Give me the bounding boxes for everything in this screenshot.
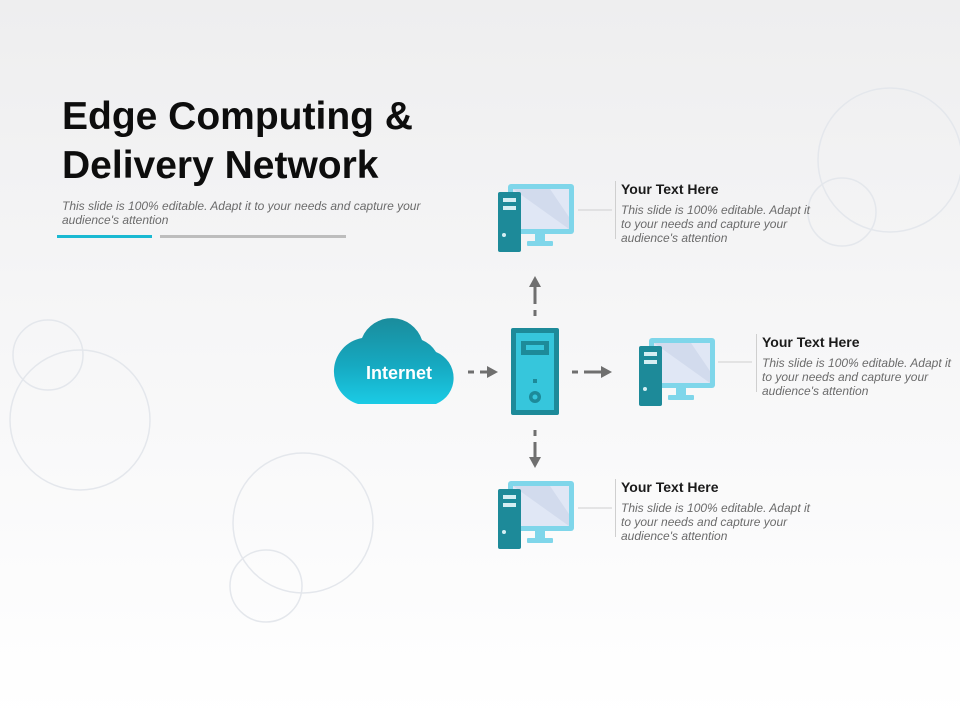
deco-circle (229, 549, 303, 623)
title-line-1: Edge Computing & (62, 95, 413, 138)
cloud-label: Internet (365, 363, 432, 383)
card-text: This slide is 100% editable. Adapt it to… (621, 501, 810, 543)
arrow-icon (572, 366, 612, 378)
arrow-icon (468, 366, 498, 378)
card-heading: Your Text Here (621, 181, 719, 197)
page-subtitle: This slide is 100% editable. Adapt it to… (62, 199, 421, 227)
desktop-computer-icon (639, 338, 715, 406)
title-line-2: Delivery Network (62, 144, 379, 187)
deco-circle (9, 349, 151, 491)
card-text: This slide is 100% editable. Adapt it to… (621, 203, 810, 245)
card-divider (615, 181, 616, 239)
arrow-icon (529, 276, 541, 316)
card-divider (615, 479, 616, 537)
text-card-bottom: Your Text Here This slide is 100% editab… (615, 479, 821, 543)
cloud-icon (333, 318, 454, 404)
server-tower-icon (511, 328, 559, 415)
text-card-top: Your Text Here This slide is 100% editab… (615, 181, 821, 245)
card-heading: Your Text Here (762, 334, 860, 350)
card-divider (756, 334, 757, 392)
accent-bar (57, 235, 152, 238)
desktop-computer-icon (498, 184, 574, 252)
page-title: Edge Computing & Delivery Network (62, 92, 482, 190)
card-text: This slide is 100% editable. Adapt it to… (762, 356, 951, 398)
deco-circle (807, 177, 877, 247)
arrow-icon (529, 430, 541, 468)
divider-bar (160, 235, 346, 238)
card-heading: Your Text Here (621, 479, 719, 495)
deco-circle (817, 87, 960, 233)
deco-circle (12, 319, 84, 391)
text-card-middle: Your Text Here This slide is 100% editab… (756, 334, 952, 398)
deco-circle (232, 452, 374, 594)
desktop-computer-icon (498, 481, 574, 549)
